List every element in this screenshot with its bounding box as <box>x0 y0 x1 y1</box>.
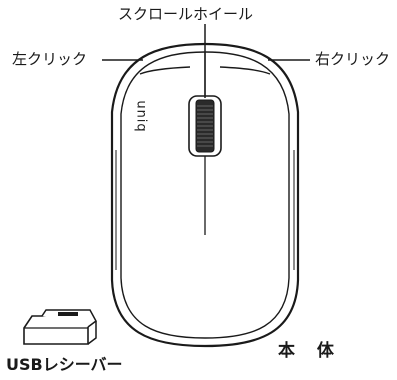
left-click-label: 左クリック <box>12 50 88 68</box>
left-button-seam <box>139 66 191 75</box>
mouse-body-outline <box>110 42 300 348</box>
scroll-wheel-label: スクロールホイール <box>118 5 254 23</box>
right-click-label: 右クリック <box>315 50 391 68</box>
brand-logo: uniq <box>128 92 154 140</box>
brand-logo-text: uniq <box>133 99 149 133</box>
body-label: 本 体 <box>278 341 342 361</box>
usb-receiver-label: USBレシーバー <box>6 355 123 374</box>
mouse-body-inner-outline <box>120 51 290 339</box>
right-button-seam <box>219 66 271 75</box>
usb-receiver <box>23 309 97 345</box>
scroll-wheel-grooves <box>197 105 213 147</box>
